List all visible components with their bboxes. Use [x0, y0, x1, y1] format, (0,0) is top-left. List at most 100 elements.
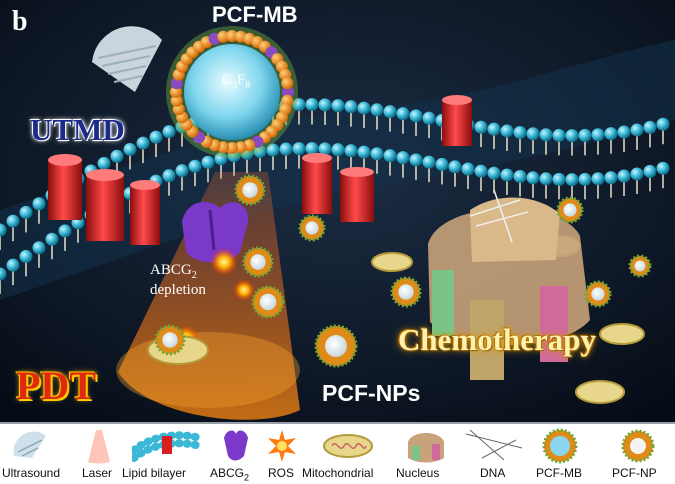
lipid-head [539, 128, 553, 142]
pcf-nanoparticle [556, 196, 584, 224]
lipid-head [292, 142, 306, 156]
abcg2-depletion-label: ABCG2 [150, 262, 197, 281]
microbubble-shell-particle [217, 30, 230, 43]
lipid-head [357, 145, 371, 159]
pcf-np-icon [621, 429, 655, 463]
lipid-head [565, 129, 579, 143]
legend-item-ultrasound: Ultrasound [0, 424, 70, 484]
lipid-head [448, 160, 462, 174]
legend-item-nucleus: Nucleus [396, 424, 458, 484]
lipid-head [656, 117, 670, 131]
lipid-head [0, 267, 7, 281]
lipid-head [526, 171, 540, 185]
lipid-head [422, 155, 436, 169]
legend-label-nucleus: Nucleus [396, 466, 440, 480]
lipid-head [344, 100, 358, 114]
lipid-head [123, 142, 137, 156]
dna-strand [469, 189, 529, 243]
pcf-nanoparticle [584, 280, 612, 308]
legend-label-pcf-np: PCF-NP [612, 466, 657, 480]
legend: Ultrasound Laser Lipid bilayer ABCG2 [0, 422, 675, 484]
lipid-head [565, 173, 579, 187]
scene-illustration [0, 0, 675, 422]
lipid-head [292, 98, 306, 112]
pcf-nanoparticles [154, 174, 652, 368]
lipid-head [331, 99, 345, 113]
lipid-head [6, 214, 20, 228]
lipid-head [630, 123, 644, 137]
lipid-head [45, 232, 59, 246]
lipid-head [539, 172, 553, 186]
legend-item-pcf-mb: PCF-MB [528, 424, 598, 484]
lipid-head [552, 128, 566, 142]
lipid-bilayer-icon [132, 431, 202, 462]
microbubble-shell-particle [226, 30, 238, 42]
dna-icon [465, 429, 523, 461]
ultrasound-probe-icon [92, 26, 162, 93]
lipid-head [188, 159, 202, 173]
cell-surface-glow [0, 40, 675, 300]
lipid-head [344, 144, 358, 158]
lipid-head [305, 98, 319, 112]
lipid-head [513, 126, 527, 140]
pcf-microbubble [166, 26, 298, 158]
legend-label-mitochondrial: Mitochondrial [302, 466, 374, 480]
microbubble-shell-particle [170, 94, 183, 107]
legend-item-lipid-bilayer: Lipid bilayer [122, 424, 206, 484]
pcf-nanoparticle [251, 285, 285, 319]
lipid-head [357, 101, 371, 115]
legend-item-mitochondrial: Mitochondrial [300, 424, 396, 484]
pcf-nanoparticle [628, 254, 652, 278]
lipid-head [500, 124, 514, 138]
lipid-head [305, 142, 319, 156]
legend-label-ros: ROS [268, 466, 295, 480]
lipid-head [162, 169, 176, 183]
pcf-nps-label: PCF-NPs [322, 380, 421, 406]
lipid-head [578, 172, 592, 186]
lipid-head [617, 125, 631, 139]
lipid-head [617, 169, 631, 183]
pcf-mb-title: PCF-MB [212, 2, 298, 27]
lipid-head [32, 241, 46, 255]
lipid-head [110, 149, 124, 163]
lipid-head [630, 167, 644, 181]
lipid-head [552, 172, 566, 186]
abcg2-transporter [182, 201, 249, 263]
lipid-head [604, 127, 618, 141]
mitochondria-icon [323, 434, 373, 458]
laser-icon [88, 430, 110, 464]
lipid-head [474, 120, 488, 134]
lipid-head [487, 122, 501, 136]
legend-label-laser: Laser [82, 466, 113, 480]
legend-label-abcg2: ABCG2 [210, 466, 250, 483]
lipid-head [162, 125, 176, 139]
microbubble-shell-particle [226, 142, 238, 154]
lipid-head [500, 168, 514, 182]
microbubble-core-label: C3F8 [222, 72, 251, 91]
utmd-label: UTMD [30, 112, 125, 147]
microbubble-shell-particle [281, 77, 294, 90]
pcf-nanoparticle [390, 276, 422, 308]
panel-letter: b [12, 6, 28, 37]
lipid-head [656, 161, 670, 175]
membrane-channel [48, 95, 472, 245]
lipid-head [136, 136, 150, 150]
lipid-head [279, 142, 293, 156]
pcf-nanoparticle [298, 214, 326, 242]
lipid-head [487, 166, 501, 180]
pcf-nanoparticle [314, 324, 358, 368]
lipid-head [409, 109, 423, 123]
chemotherapy-label: Chemotherapy [398, 322, 597, 357]
lipid-head [318, 142, 332, 156]
lipid-head [331, 143, 345, 157]
lipid-head [19, 249, 33, 263]
lipid-head [435, 157, 449, 171]
lipid-head [0, 223, 7, 237]
lipid-head [201, 155, 215, 169]
pdt-label: PDT [16, 363, 96, 408]
lipid-head [396, 107, 410, 121]
lipid-head [396, 151, 410, 165]
microbubble-shell-particle [282, 86, 294, 98]
lipid-head [643, 164, 657, 178]
